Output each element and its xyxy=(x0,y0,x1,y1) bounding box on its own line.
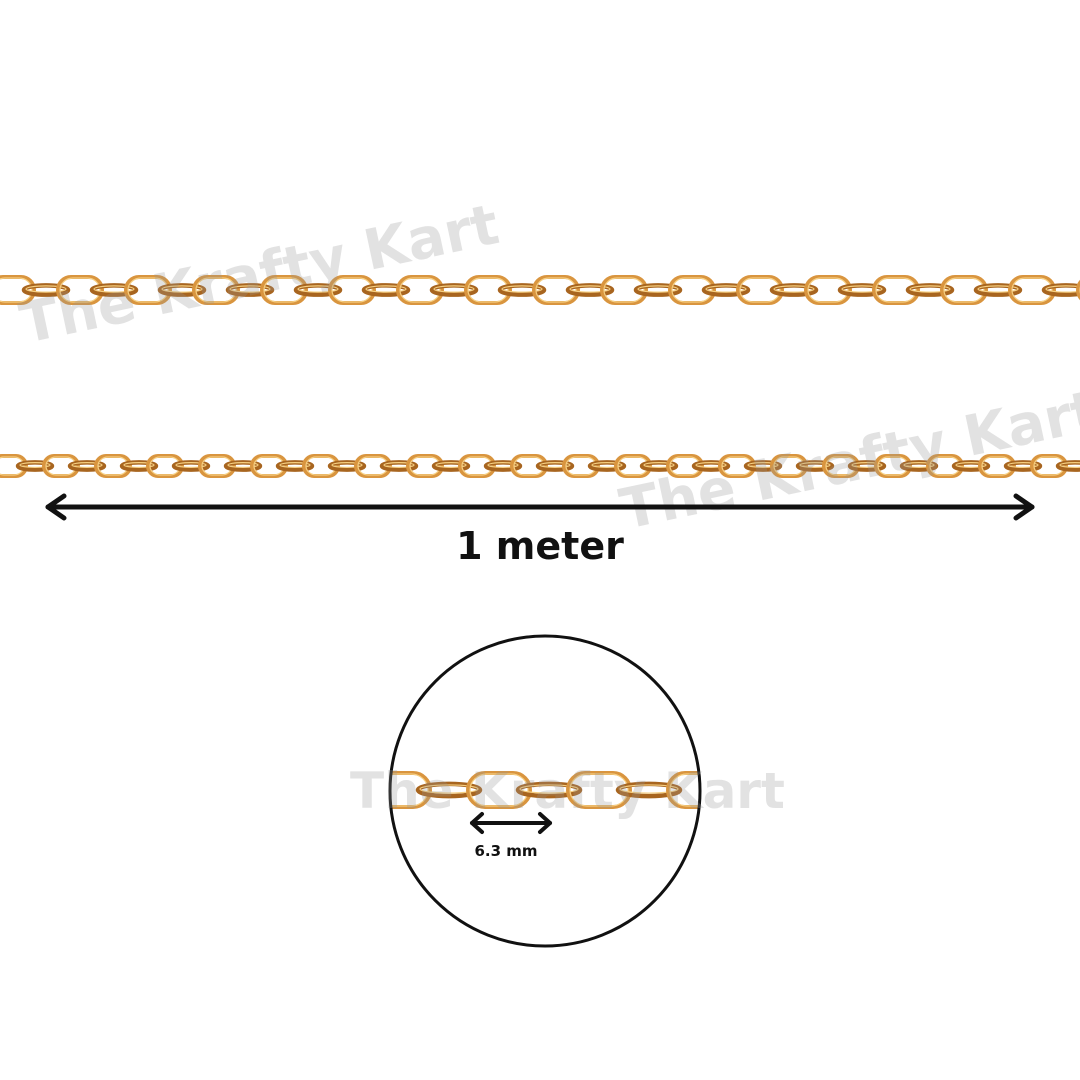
chain-link xyxy=(926,454,964,478)
chain-link xyxy=(146,454,184,478)
chain-link xyxy=(770,454,808,478)
chain-link xyxy=(379,460,419,472)
link-size-label: 6.3 mm xyxy=(474,842,538,860)
chain-link xyxy=(192,275,240,305)
chain-link xyxy=(978,454,1016,478)
chain-link xyxy=(874,454,912,478)
chain-link xyxy=(354,454,392,478)
length-arrow xyxy=(45,493,1035,521)
chain-link xyxy=(701,283,751,297)
chain-link xyxy=(124,275,172,305)
chain-link xyxy=(1055,460,1080,472)
chain-link xyxy=(872,275,920,305)
chain-link xyxy=(837,283,887,297)
chain-link xyxy=(361,283,411,297)
chain-link xyxy=(1003,460,1043,472)
chain-link xyxy=(250,454,288,478)
chain-link xyxy=(260,275,308,305)
chain-link xyxy=(847,460,887,472)
chain-link xyxy=(328,275,376,305)
chain-link xyxy=(94,454,132,478)
chain-link xyxy=(302,454,340,478)
chain-link xyxy=(275,460,315,472)
chain-link xyxy=(119,460,159,472)
chain-link xyxy=(566,771,632,809)
chain-link xyxy=(666,454,704,478)
chain-link xyxy=(171,460,211,472)
chain-link xyxy=(497,283,547,297)
chain-link xyxy=(535,460,575,472)
chain-link xyxy=(293,283,343,297)
chain-link xyxy=(223,460,263,472)
chain-link xyxy=(483,460,523,472)
chain-link xyxy=(458,454,496,478)
chain-link xyxy=(15,460,55,472)
chain-link xyxy=(614,454,652,478)
chain-link xyxy=(600,275,648,305)
link-size-arrow xyxy=(470,812,552,834)
chain-link xyxy=(1076,279,1080,301)
chain-link xyxy=(327,460,367,472)
chain-link xyxy=(973,283,1023,297)
chain-link xyxy=(822,454,860,478)
chain-link xyxy=(718,454,756,478)
chain-link xyxy=(615,781,683,799)
chain-link xyxy=(67,460,107,472)
chain-link xyxy=(633,283,683,297)
chain-link xyxy=(396,275,444,305)
chain-link xyxy=(157,283,207,297)
chain-link xyxy=(0,275,36,305)
chain-link xyxy=(666,771,699,809)
chain-link xyxy=(668,275,716,305)
chain-link xyxy=(905,283,955,297)
chain-link xyxy=(429,283,479,297)
chain-link xyxy=(769,283,819,297)
chain-link xyxy=(391,771,432,809)
chain-strand-top xyxy=(0,275,1080,305)
chain-link xyxy=(565,283,615,297)
chain-link xyxy=(1041,283,1080,297)
chain-link xyxy=(431,460,471,472)
chain-link xyxy=(587,460,627,472)
chain-link xyxy=(532,275,580,305)
chain-link xyxy=(1030,454,1068,478)
chain-link xyxy=(691,460,731,472)
chain-link xyxy=(510,454,548,478)
chain-link xyxy=(804,275,852,305)
chain-link xyxy=(515,781,583,799)
chain-link xyxy=(940,275,988,305)
zoom-circle xyxy=(388,634,702,948)
chain-link xyxy=(562,454,600,478)
chain-link xyxy=(415,781,483,799)
chain-link xyxy=(0,454,28,478)
chain-link xyxy=(899,460,939,472)
chain-link xyxy=(795,460,835,472)
chain-link xyxy=(21,283,71,297)
chain-strand-bottom xyxy=(0,454,1080,478)
chain-link xyxy=(42,454,80,478)
chain-link xyxy=(464,275,512,305)
chain-link xyxy=(1008,275,1056,305)
chain-link xyxy=(951,460,991,472)
chain-link xyxy=(743,460,783,472)
length-label: 1 meter xyxy=(456,524,624,568)
chain-link xyxy=(89,283,139,297)
chain-link xyxy=(736,275,784,305)
chain-link xyxy=(406,454,444,478)
chain-link xyxy=(466,771,532,809)
chain-link xyxy=(639,460,679,472)
chain-link xyxy=(56,275,104,305)
chain-link xyxy=(198,454,236,478)
chain-closeup xyxy=(391,771,699,809)
chain-link xyxy=(225,283,275,297)
